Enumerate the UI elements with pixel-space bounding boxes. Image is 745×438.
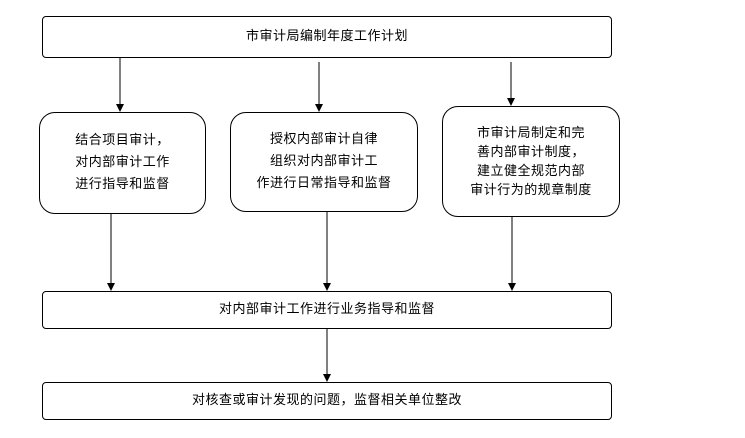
self-regulatory-org-line-1: 授权内部审计自律 (269, 132, 378, 147)
annual-plan-label: 市审计局编制年度工作计划 (245, 29, 408, 44)
self-regulatory-org-box: 授权内部审计自律 组织对内部审计工 作进行日常指导和监督 (230, 112, 418, 212)
project-audit-guidance-line-2: 对内部审计工作 (75, 155, 170, 170)
audit-regulations-line-1: 市审计局制定和完 (476, 125, 585, 141)
rectification-supervision-label: 对核查或审计发现的问题，监督相关单位整改 (191, 393, 462, 408)
self-regulatory-org-line-3: 作进行日常指导和监督 (256, 176, 392, 191)
audit-regulations-line-3: 建立健全规范内部 (476, 163, 585, 179)
business-guidance-box: 对内部审计工作进行业务指导和监督 (42, 291, 612, 329)
self-regulatory-org-line-2: 组织对内部审计工 (269, 154, 378, 169)
audit-regulations-line-2: 善内部审计制度， (476, 144, 585, 160)
project-audit-guidance-line-1: 结合项目审计， (75, 133, 170, 148)
project-audit-guidance-box: 结合项目审计， 对内部审计工作 进行指导和监督 (39, 112, 206, 214)
audit-regulations-box: 市审计局制定和完 善内部审计制度， 建立健全规范内部 审计行为的规章制度 (442, 106, 620, 217)
annual-plan-box: 市审计局编制年度工作计划 (42, 16, 612, 58)
audit-regulations-line-4: 审计行为的规章制度 (470, 182, 592, 198)
project-audit-guidance-line-3: 进行指导和监督 (75, 177, 170, 192)
rectification-supervision-box: 对核查或审计发现的问题，监督相关单位整改 (42, 382, 612, 420)
business-guidance-label: 对内部审计工作进行业务指导和监督 (218, 302, 435, 317)
